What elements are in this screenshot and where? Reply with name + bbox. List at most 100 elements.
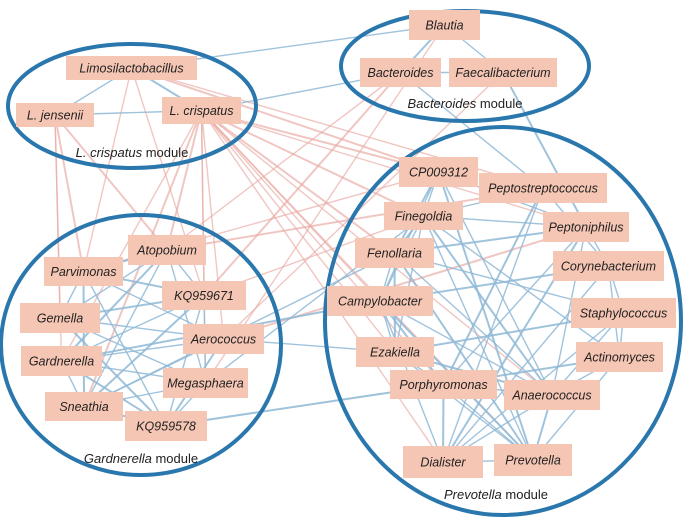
node-label-megasphaera: Megasphaera [167,377,243,391]
negative-edge-l_crispatus-finegoldia [201,109,424,217]
node-gemella: Gemella [20,303,100,333]
node-corynebacterium: Corynebacterium [553,251,664,281]
node-kq959671: KQ959671 [162,281,246,310]
node-box-actinomyces [576,342,663,372]
negative-edge-l_crispatus-dialister [200,110,444,463]
module-labels: L. crispatus module Bacteroides module G… [76,96,548,502]
negative-edge-bacteroides-kq959671 [203,71,402,297]
positive-edge-gemella-kq959578 [59,317,167,427]
node-megasphaera: Megasphaera [163,368,248,398]
node-label-ezakiella: Ezakiella [370,346,420,360]
node-label-porphyromonas: Porphyromonas [399,378,487,392]
node-prevotella: Prevotella [494,444,572,476]
node-label-corynebacterium: Corynebacterium [561,260,656,274]
positive-edge-kq959671-kq959578 [165,295,205,427]
node-label-finegoldia: Finegoldia [395,210,453,224]
node-blautia: Blautia [409,10,480,40]
node-label-peptostreptococcus: Peptostreptococcus [488,182,598,196]
node-limosilactobacillus: Limosilactobacillus [66,56,197,80]
node-gardnerella: Gardnerella [21,346,102,376]
node-peptostreptococcus: Peptostreptococcus [479,173,607,203]
node-label-atopobium: Atopobium [136,244,197,258]
node-campylobacter: Campylobacter [327,286,433,316]
node-box-l_jensenii [16,103,94,127]
node-label-limosilactobacillus: Limosilactobacillus [79,62,183,76]
node-ezakiella: Ezakiella [356,337,434,367]
node-faecalibacterium: Faecalibacterium [449,58,557,87]
node-anaerococcus: Anaerococcus [504,380,600,410]
positive-edge-parvimonas-sneathia [82,271,85,407]
node-box-prevotella [494,444,572,476]
node-box-atopobium [128,235,206,265]
node-label-cp009312: CP009312 [409,166,468,180]
node-label-blautia: Blautia [425,19,463,33]
node-box-parvimonas [44,257,123,286]
negative-edge-l_jensenii-atopobium [54,114,168,251]
node-l_jensenii: L. jensenii [16,103,94,127]
node-box-megasphaera [163,368,248,398]
node-box-bacteroides [360,58,441,87]
node-box-sneathia [45,392,123,421]
node-finegoldia: Finegoldia [384,202,463,230]
node-box-gemella [20,303,100,333]
module-label-gardnerella: Gardnerella module [84,451,198,466]
node-box-kq959671 [162,281,246,310]
node-label-gardnerella: Gardnerella [29,355,94,369]
node-box-peptostreptococcus [479,173,607,203]
module-ring-gardnerella [0,213,283,477]
node-label-actinomyces: Actinomyces [583,351,655,365]
node-label-dialister: Dialister [420,456,466,470]
module-ring-prevotella [323,125,683,517]
positive-edge-atopobium-gardnerella [60,249,168,362]
node-box-faecalibacterium [449,58,557,87]
node-box-ezakiella [356,337,434,367]
node-label-fenollaria: Fenollaria [367,247,422,261]
node-cp009312: CP009312 [399,157,478,187]
node-label-l_crispatus: L. crispatus [170,104,234,118]
node-box-fenollaria [355,238,434,268]
node-atopobium: Atopobium [128,235,206,265]
positive-edge-atopobium-sneathia [83,249,168,407]
node-label-campylobacter: Campylobacter [338,295,423,309]
node-label-kq959578: KQ959578 [136,420,196,434]
node-box-anaerococcus [504,380,600,410]
node-box-porphyromonas [390,370,497,399]
node-sneathia: Sneathia [45,392,123,421]
negative-edge-l_jensenii-parvimonas [54,114,85,272]
node-staphylococcus: Staphylococcus [571,298,676,328]
positive-edge-peptostreptococcus-dialister [442,187,544,463]
node-fenollaria: Fenollaria [355,238,434,268]
node-label-faecalibacterium: Faecalibacterium [455,66,550,80]
node-box-limosilactobacillus [66,56,197,80]
node-label-parvimonas: Parvimonas [51,265,117,279]
node-actinomyces: Actinomyces [576,342,663,372]
positive-edge-cp009312-campylobacter [379,171,440,302]
node-box-campylobacter [327,286,433,316]
node-label-bacteroides: Bacteroides [367,66,433,80]
node-box-gardnerella [21,346,102,376]
node-box-dialister [403,446,483,478]
positive-edge-atopobium-megasphaera [166,249,207,384]
node-label-l_jensenii: L. jensenii [27,109,85,123]
node-label-gemella: Gemella [37,312,84,326]
node-porphyromonas: Porphyromonas [390,370,497,399]
node-l_crispatus: L. crispatus [162,97,241,124]
negative-edge-l_crispatus-atopobium [166,110,203,251]
module-label-lcrispatus: L. crispatus module [76,145,189,160]
node-kq959578: KQ959578 [125,411,207,441]
node-box-peptoniphilus [543,212,629,242]
negative-edge-l_crispatus-fenollaria [200,109,396,254]
node-label-staphylococcus: Staphylococcus [580,307,668,321]
negative-edge-aerococcus-peptoniphilus [223,226,587,340]
node-dialister: Dialister [403,446,483,478]
node-label-anaerococcus: Anaerococcus [511,389,591,403]
node-box-blautia [409,10,480,40]
nodes-layer: Limosilactobacillus L. jensenii L. crispat… [16,10,676,478]
node-aerococcus: Aerococcus [183,324,264,354]
node-label-peptoniphilus: Peptoniphilus [548,221,623,235]
negative-edge-limosilactobacillus-parvimonas [82,67,133,272]
node-box-kq959578 [125,411,207,441]
node-box-corynebacterium [553,251,664,281]
node-box-finegoldia [384,202,463,230]
